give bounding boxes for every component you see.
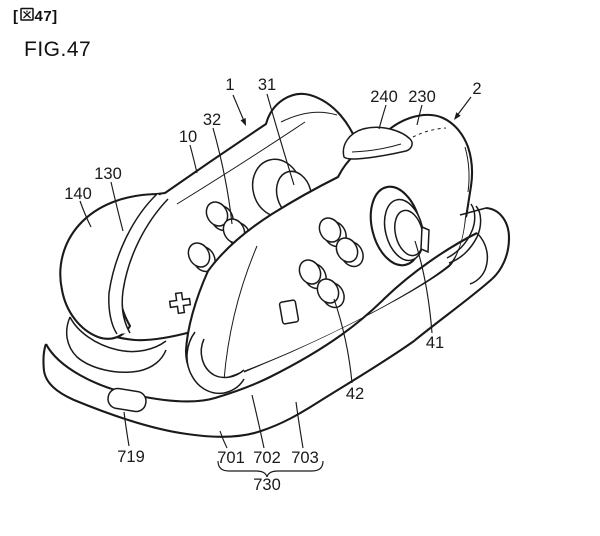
ref-label-140: 140 xyxy=(64,185,92,203)
leader-10 xyxy=(189,144,198,174)
left-controller-dome-highlight xyxy=(280,111,338,123)
underbrace-730 xyxy=(217,460,324,478)
arrowhead-2 xyxy=(454,112,461,120)
right-controller-face-crease xyxy=(223,245,258,381)
ref-label-702: 702 xyxy=(253,449,281,467)
plus-button xyxy=(168,291,192,315)
leader-32 xyxy=(212,127,233,225)
dock-base-right-inner-arc xyxy=(469,232,489,285)
figure-tag-open: [ xyxy=(13,7,19,25)
leader-2 xyxy=(455,96,472,118)
reference-labels: 1 31 240 230 2 10 32 130 140 41 42 719 7… xyxy=(64,76,481,494)
face-button xyxy=(316,278,345,309)
zu-kanji-icon xyxy=(19,7,34,25)
leader-1 xyxy=(232,94,245,122)
leader-41 xyxy=(414,240,433,334)
ref-label-42: 42 xyxy=(346,385,364,403)
ref-label-2: 2 xyxy=(472,80,481,98)
ref-label-240: 240 xyxy=(370,88,398,106)
ref-label-703: 703 xyxy=(291,449,319,467)
face-button xyxy=(222,218,251,249)
ref-label-701: 701 xyxy=(217,449,245,467)
leader-703 xyxy=(295,401,304,449)
leader-230 xyxy=(416,104,423,126)
face-button xyxy=(298,259,327,290)
dock-base-back-edge xyxy=(459,207,487,216)
leader-719 xyxy=(123,411,130,447)
figure-tag-number: 47] xyxy=(34,7,58,25)
ref-label-41: 41 xyxy=(426,334,444,352)
right-thumbstick-side-tab xyxy=(420,225,430,254)
ref-label-130: 130 xyxy=(94,165,122,183)
ref-label-1: 1 xyxy=(225,76,234,94)
slider-rail xyxy=(108,194,168,334)
face-button xyxy=(187,242,216,273)
capture-button xyxy=(278,299,300,325)
leader-140 xyxy=(79,200,92,228)
face-button xyxy=(335,237,364,268)
arrowhead-1 xyxy=(240,118,246,126)
left-cradle xyxy=(65,316,167,373)
ref-label-730: 730 xyxy=(253,476,281,494)
leader-240 xyxy=(378,104,387,130)
leader-31 xyxy=(266,93,295,186)
center-cradle xyxy=(186,331,245,395)
figure-tag-jp: [ 47] xyxy=(13,7,58,25)
figure-label: FIG.47 xyxy=(24,38,92,61)
right-cradle xyxy=(446,203,482,264)
dock-base-fill xyxy=(43,208,509,437)
right-controller-edge-line xyxy=(464,146,470,193)
ref-label-32: 32 xyxy=(203,111,221,129)
strap-tab-inner-line xyxy=(351,143,402,153)
ref-label-10: 10 xyxy=(179,128,197,146)
dock-base-right-arc xyxy=(485,206,511,280)
leader-701 xyxy=(219,430,228,449)
slider-rail-front-edge xyxy=(108,193,158,335)
leader-42 xyxy=(333,298,353,384)
right-face-buttons xyxy=(298,217,364,309)
top-surface-dashed-line xyxy=(412,127,447,138)
ref-label-31: 31 xyxy=(258,76,276,94)
leader-lines xyxy=(79,93,472,449)
ref-label-719: 719 xyxy=(117,448,145,466)
slider-rail-back-edge xyxy=(121,198,169,334)
leader-702 xyxy=(251,394,265,449)
dock-base-bottom-edge xyxy=(42,278,493,438)
ref-label-230: 230 xyxy=(408,88,436,106)
leader-130 xyxy=(110,181,124,232)
left-controller-top-crease xyxy=(176,121,306,205)
charge-port xyxy=(107,387,147,413)
dock-base-left-arc xyxy=(42,343,47,372)
